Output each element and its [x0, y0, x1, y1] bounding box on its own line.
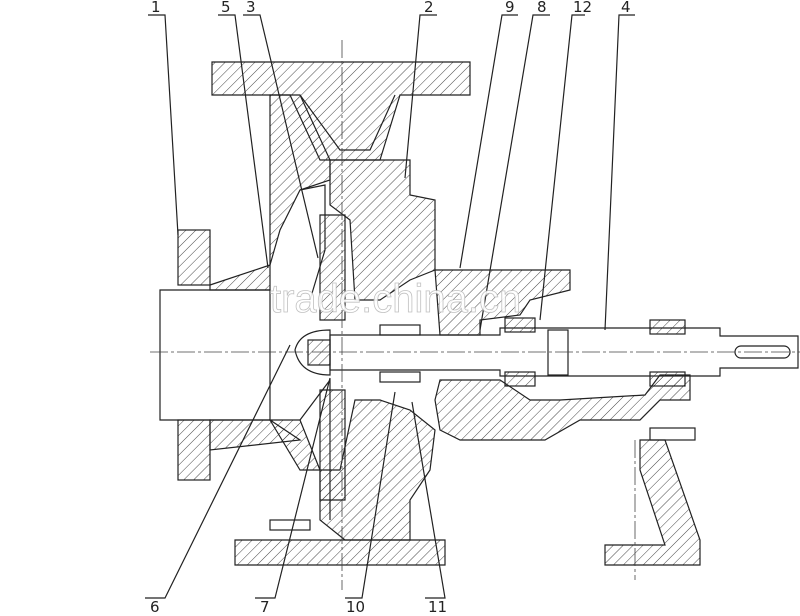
part-label-9: 9: [505, 0, 515, 16]
part-label-2: 2: [424, 0, 434, 16]
part-label-6: 6: [150, 598, 160, 616]
part-label-5: 5: [221, 0, 231, 16]
impeller: [294, 214, 346, 501]
shaft: [307, 327, 799, 377]
part-label-7: 7: [260, 598, 270, 616]
part-label-11: 11: [428, 598, 447, 616]
part-label-12: 12: [573, 0, 592, 16]
part-label-10: 10: [346, 598, 365, 616]
part-label-8: 8: [537, 0, 547, 16]
part-label-3: 3: [246, 0, 256, 16]
part-label-4: 4: [621, 0, 631, 16]
watermark: trade.china.cn: [270, 277, 521, 321]
pump-feet: [234, 427, 701, 566]
part-label-1: 1: [151, 0, 161, 16]
leader-lines: [145, 14, 635, 599]
bearing-housing: [379, 269, 691, 441]
inlet-flange: [159, 229, 302, 481]
